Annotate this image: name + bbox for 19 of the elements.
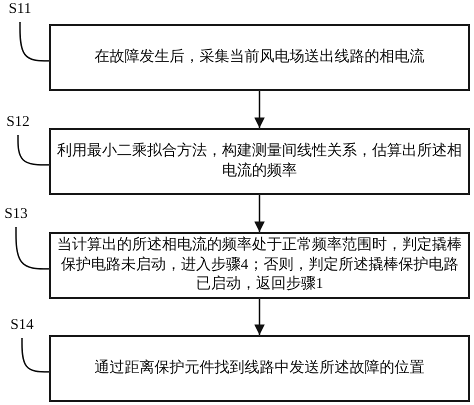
arrow [254, 195, 265, 232]
step-label: S11 [8, 0, 32, 18]
step-label: S14 [10, 316, 34, 334]
step-label: S13 [4, 206, 28, 222]
process-box [49, 128, 470, 195]
leader-line [17, 135, 49, 166]
leader-line [21, 338, 49, 373]
arrow [254, 299, 265, 335]
process-box [49, 335, 470, 402]
step-text: 通过距离保护元件找到线路中发送所述故障的位置 [94, 358, 424, 378]
process-box [49, 24, 470, 91]
process-box [49, 232, 470, 299]
step-text: 当计算出的所述相电流的频率处于正常频率范围时，判定撬棒保护电路未启动，进入步骤4；否则，判定所述撬棒保护电路已启动，返回步骤1 [57, 236, 462, 294]
step-label: S12 [6, 114, 30, 130]
step-text: 利用最小二乘拟合方法，构建测量间线性关系，估算出所述相电流的频率 [57, 142, 462, 180]
leader-line [15, 227, 49, 270]
arrow [254, 91, 265, 128]
leader-line [19, 22, 49, 62]
step-text: 在故障发生后，采集当前风电场送出线路的相电流 [94, 48, 424, 67]
